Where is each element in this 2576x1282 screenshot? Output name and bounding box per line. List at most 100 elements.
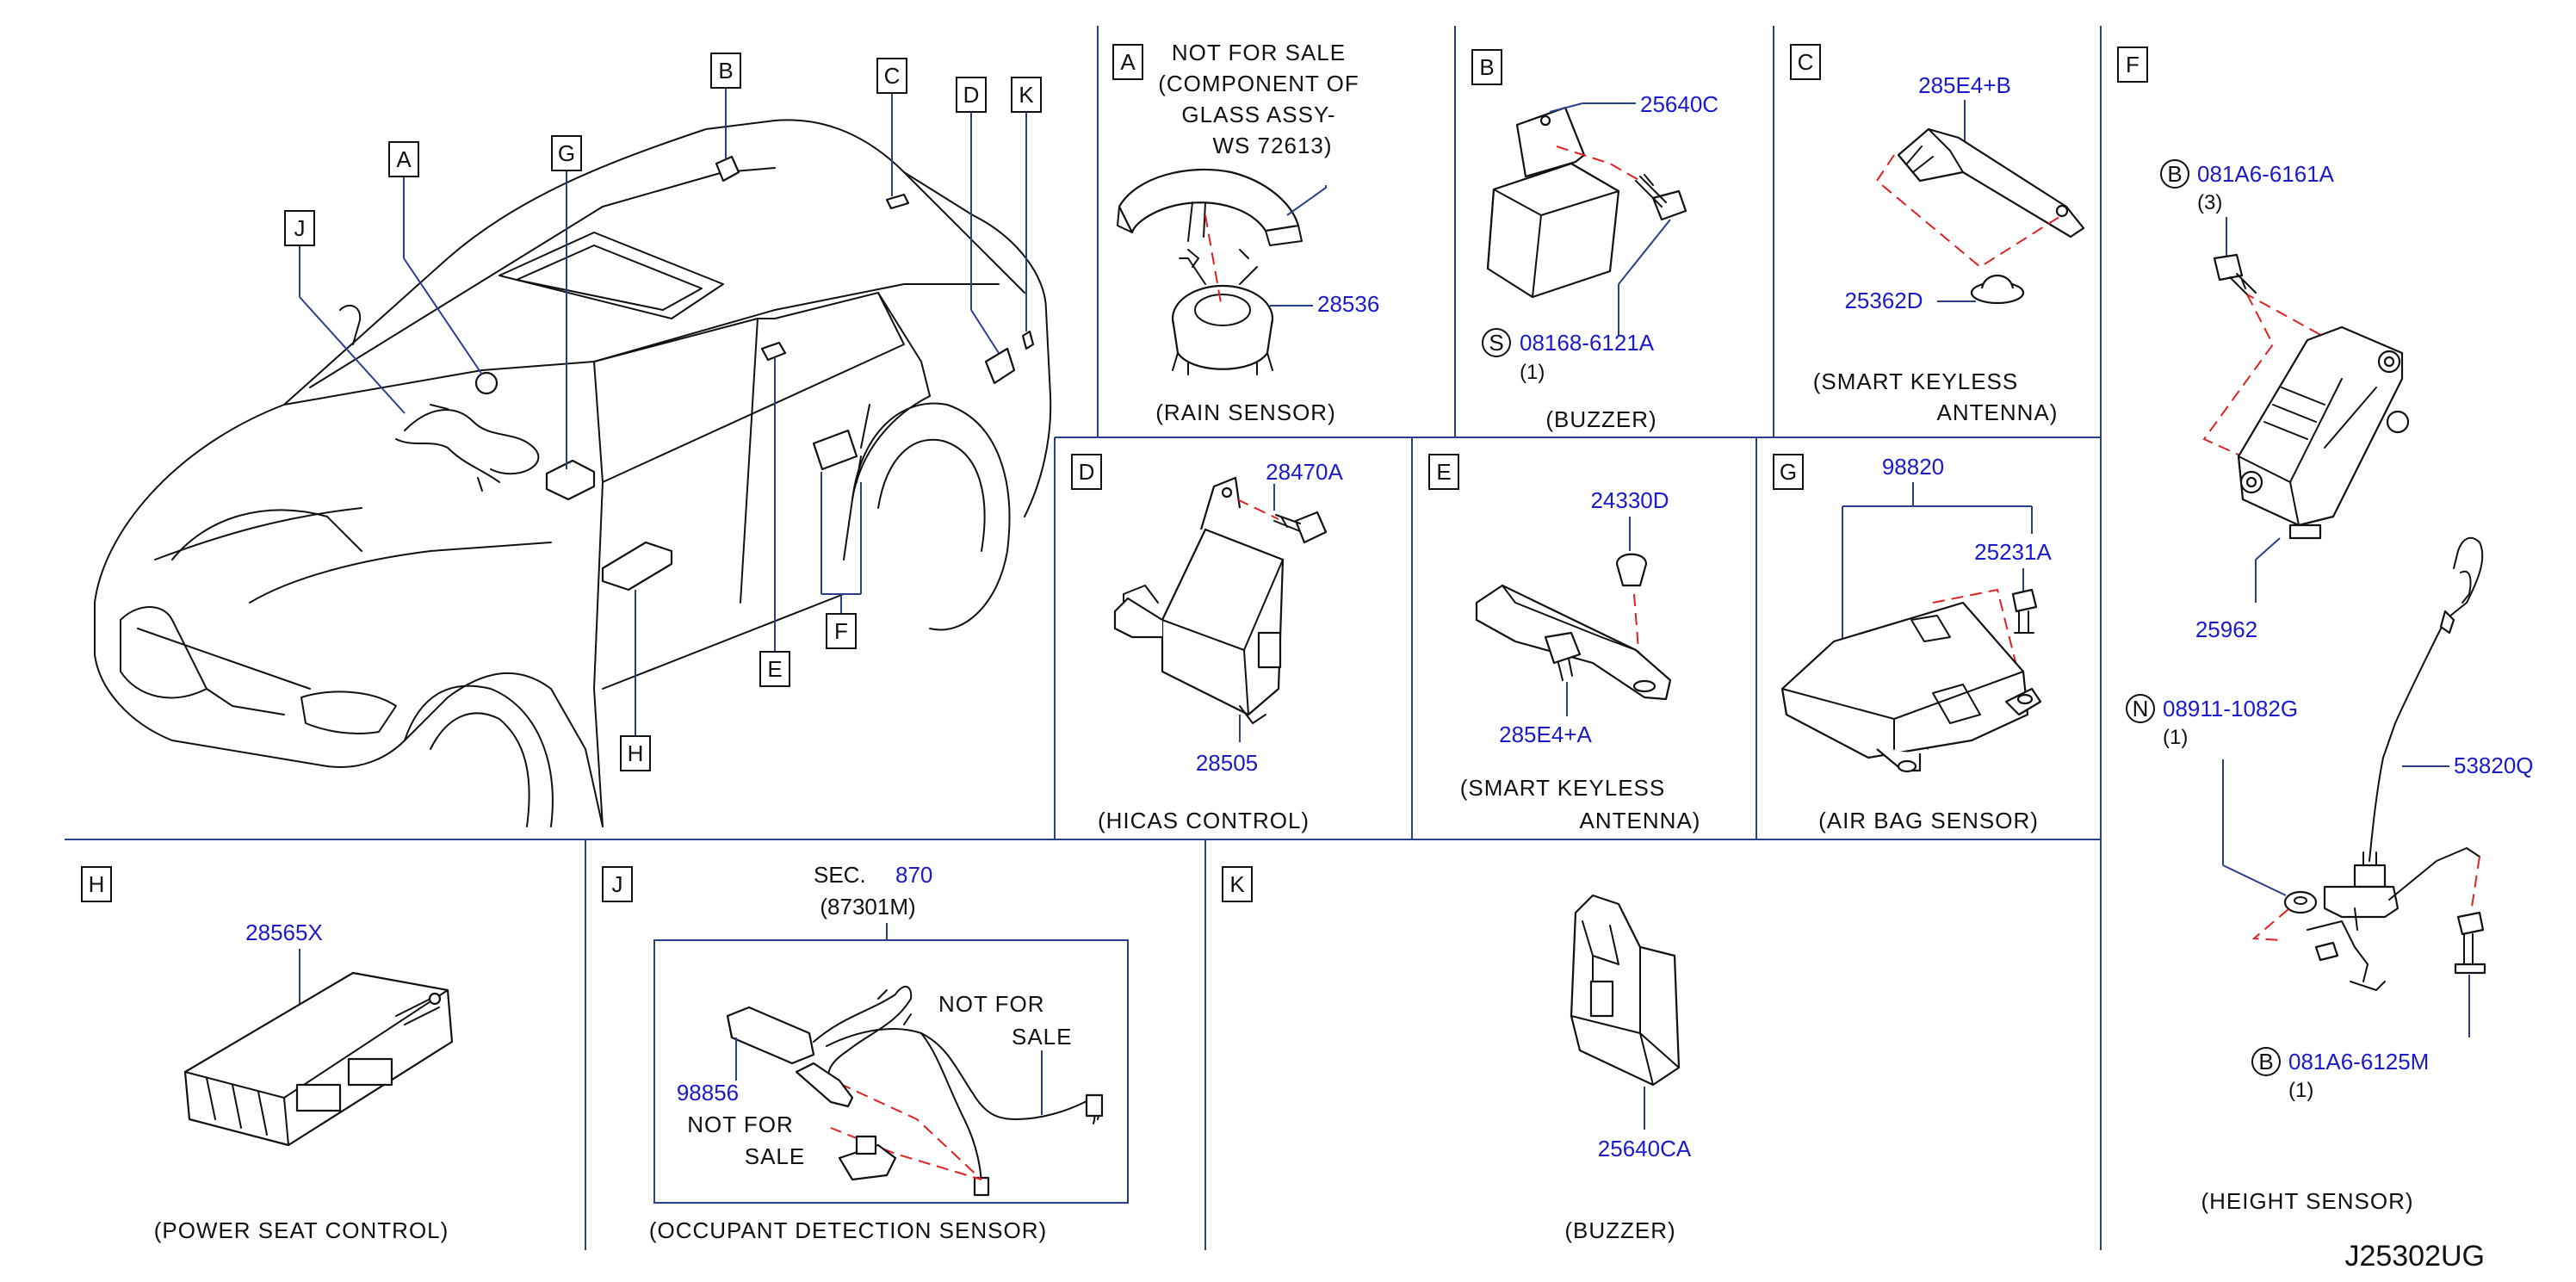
- svg-text:C: C: [1798, 49, 1814, 75]
- rain-sensor-body: [1171, 249, 1274, 375]
- svg-text:(RAIN SENSOR): (RAIN SENSOR): [1155, 399, 1335, 425]
- car-part-c-module: [885, 193, 910, 210]
- svg-text:D: D: [963, 82, 980, 108]
- bolt-08168-6121a: [1635, 174, 1687, 221]
- svg-text:(AIR BAG SENSOR): (AIR BAG SENSOR): [1818, 808, 2039, 833]
- fastener-mark-n: N: [2126, 694, 2155, 723]
- svg-text:285E4+A: 285E4+A: [1499, 722, 1592, 747]
- svg-text:98820: 98820: [1882, 454, 1944, 480]
- svg-text:GLASS ASSY-: GLASS ASSY-: [1181, 102, 1335, 127]
- fastener-mark-b1: B: [2160, 159, 2189, 189]
- svg-text:285E4+B: 285E4+B: [1918, 72, 2011, 98]
- svg-text:C: C: [884, 63, 901, 89]
- svg-text:SEC.: SEC.: [814, 862, 866, 888]
- nut-08911-1082g: [2283, 890, 2318, 914]
- clip-25362d: [1970, 275, 2025, 305]
- svg-text:(BUZZER): (BUZZER): [1564, 1217, 1675, 1243]
- svg-text:E: E: [767, 656, 782, 682]
- rain-sensor-bracket: [1117, 168, 1303, 246]
- svg-text:G: G: [1780, 459, 1797, 485]
- svg-text:25962: 25962: [2195, 616, 2257, 642]
- svg-text:SALE: SALE: [1012, 1024, 1073, 1050]
- svg-text:B: B: [2167, 161, 2182, 187]
- svg-text:K: K: [1229, 871, 1245, 897]
- svg-text:28565X: 28565X: [245, 920, 323, 945]
- svg-text:(POWER SEAT CONTROL): (POWER SEAT CONTROL): [154, 1217, 449, 1243]
- seat-module-body: [183, 971, 454, 1147]
- car-overview: A G J B C D K E F H: [94, 53, 1052, 827]
- svg-text:(BUZZER): (BUZZER): [1545, 406, 1656, 432]
- diagram-id: J25302UG: [2344, 1240, 2485, 1273]
- car-part-f-module: [812, 404, 870, 483]
- antenna-c-body: [1897, 127, 2085, 238]
- bolt-28470a: [1273, 511, 1328, 544]
- height-sensor-module: [2237, 325, 2410, 540]
- panel-c-keyless-antenna: C 285E4+B 25362D (SMART KEYLESS ANTENNA): [1790, 44, 2085, 425]
- svg-text:K: K: [1019, 82, 1034, 108]
- car-part-h-module: [601, 541, 673, 591]
- car-body-outline: [94, 119, 1052, 827]
- svg-text:ANTENNA): ANTENNA): [1580, 808, 1701, 833]
- svg-text:NOT FOR: NOT FOR: [687, 1112, 794, 1137]
- svg-text:08911-1082G: 08911-1082G: [2163, 696, 2298, 722]
- svg-text:B: B: [1479, 54, 1494, 80]
- svg-text:(HICAS CONTROL): (HICAS CONTROL): [1098, 808, 1310, 833]
- svg-text:N: N: [2133, 696, 2149, 722]
- panel-k-buzzer: K 25640CA (BUZZER): [1222, 866, 1692, 1243]
- fastener-mark-b2: B: [2251, 1047, 2281, 1076]
- car-callout-j: J: [284, 210, 315, 246]
- svg-text:B: B: [718, 58, 733, 84]
- fastener-mark-s: S: [1482, 328, 1511, 357]
- svg-text:081A6-6125M: 081A6-6125M: [2288, 1049, 2429, 1075]
- antenna-e-body: [1475, 584, 1672, 701]
- svg-text:25231A: 25231A: [1974, 539, 2052, 565]
- car-callout-b: B: [710, 53, 741, 89]
- height-sensor-rod: [2307, 536, 2484, 991]
- airbag-sensor-body: [1780, 601, 2042, 773]
- svg-text:J: J: [294, 215, 306, 241]
- car-callout-e: E: [759, 651, 790, 687]
- occupant-harness: [813, 986, 1104, 1197]
- svg-text:NOT FOR: NOT FOR: [938, 991, 1045, 1017]
- occupant-plug: [838, 1135, 897, 1181]
- svg-text:(1): (1): [2288, 1079, 2313, 1102]
- clip-24330d: [1615, 553, 1648, 587]
- car-callout-h: H: [620, 735, 651, 771]
- svg-text:SALE: SALE: [745, 1143, 806, 1169]
- svg-text:(COMPONENT OF: (COMPONENT OF: [1158, 71, 1359, 96]
- bolt-081a6-6125m: [2454, 911, 2486, 975]
- svg-text:25362D: 25362D: [1844, 288, 1923, 313]
- car-part-e-module: [760, 341, 787, 362]
- svg-text:28470A: 28470A: [1266, 459, 1343, 485]
- svg-text:F: F: [834, 618, 848, 644]
- section-frame: [653, 939, 1129, 1204]
- svg-text:S: S: [1489, 330, 1503, 356]
- svg-text:A: A: [396, 146, 412, 172]
- panel-grid: [65, 26, 2102, 1250]
- svg-text:A: A: [1120, 49, 1136, 75]
- hicas-module-body: [1113, 476, 1285, 724]
- bolt-25231a: [2011, 588, 2038, 634]
- svg-text:53820Q: 53820Q: [2454, 752, 2534, 778]
- occupant-connector: [795, 1062, 854, 1108]
- svg-text:J: J: [612, 871, 623, 897]
- car-callout-c: C: [876, 58, 907, 94]
- svg-text:081A6-6161A: 081A6-6161A: [2197, 161, 2335, 187]
- panel-f-height-sensor: F B 081A6-6161A (3) 25962 N 08911-1082G …: [2117, 46, 2534, 1214]
- svg-text:ANTENNA): ANTENNA): [1937, 399, 2059, 425]
- car-part-k-module: [1021, 330, 1035, 350]
- svg-text:(1): (1): [2163, 726, 2188, 749]
- car-callout-a: A: [388, 141, 419, 177]
- svg-text:25640C: 25640C: [1640, 91, 1718, 117]
- svg-text:28536: 28536: [1317, 291, 1379, 317]
- svg-text:(SMART KEYLESS: (SMART KEYLESS: [1813, 368, 2018, 394]
- panel-d-hicas-control: D 28470A 28505 (HICAS CONTROL): [1071, 454, 1343, 833]
- panel-a-rain-sensor: A NOT FOR SALE (COMPONENT OF GLASS ASSY-…: [1112, 40, 1379, 425]
- panel-g-airbag-sensor: G 98820 25231A (AIR BAG SENSOR): [1773, 454, 2052, 833]
- car-part-g-module: [545, 459, 596, 501]
- occupant-module: [726, 1006, 815, 1065]
- panel-b-buzzer: B 25640C S 08168-6121A (1) (BUZZER): [1471, 49, 1718, 432]
- buzzer-b-body: [1486, 106, 1620, 299]
